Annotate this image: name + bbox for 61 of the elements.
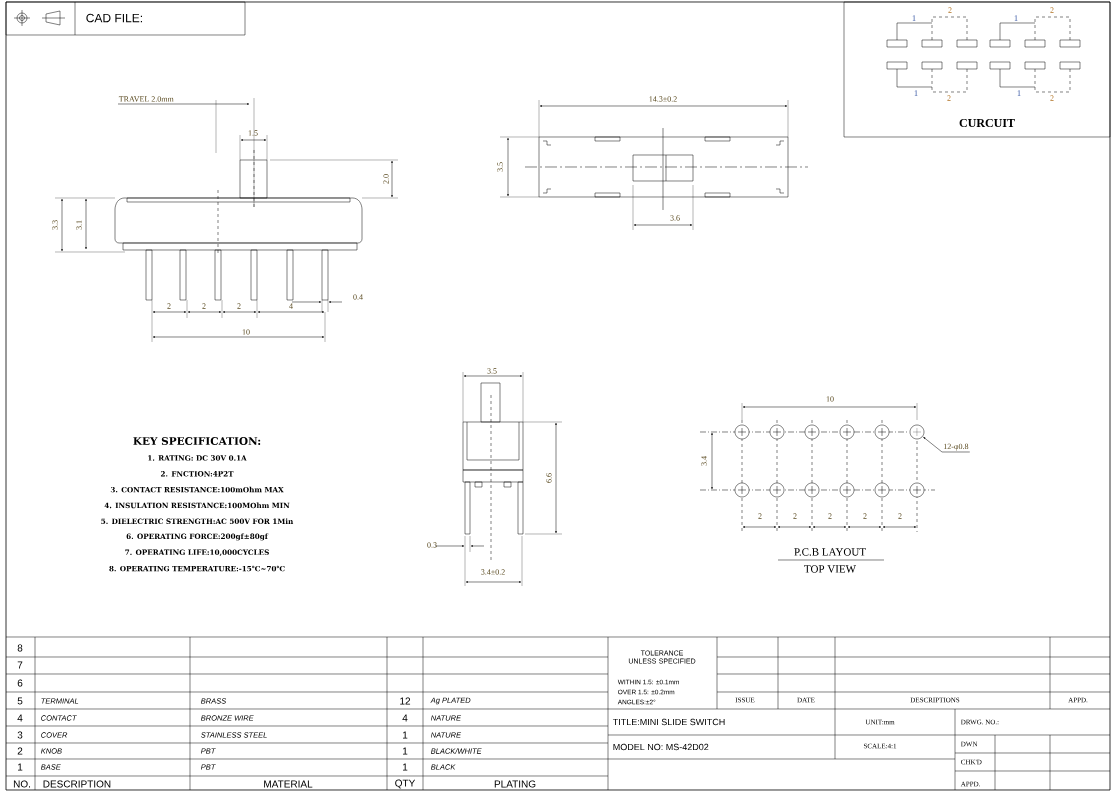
dimension-label: 1.5 [248,130,258,136]
dimension-label: 4 [289,303,293,309]
contact-number: 1 [912,15,916,21]
header-text: CAD FILE: [86,13,142,23]
table-text: 1 [403,731,408,739]
callout-text: 12-φ0.8 [943,443,969,451]
table-text: 1 [403,763,408,771]
table-text: MODEL NO: MS-42D02 [613,743,709,751]
dimension-label: 6.6 [546,473,552,483]
table-text: 4 [402,714,408,722]
panel-caption: CURCUIT [959,118,1015,127]
table-header: PLATING [494,780,536,788]
view-caption: P.C.B LAYOUT [794,548,866,556]
dimension-label: 2 [237,303,241,309]
dimension-label: 2 [167,303,171,309]
contact-number: 1 [914,90,918,96]
dimension-label: 10 [826,396,834,402]
row-number: 6 [17,679,23,687]
table-header: NO. [13,780,30,788]
dimension-label: 3.3 [52,220,58,230]
contact-number: 1 [1014,15,1018,21]
dimension-label: TRAVEL 2.0mm [118,96,174,102]
dimension-label: 0.3 [427,542,437,548]
table-header: QTY [395,779,416,789]
dimension-label: 2 [898,513,902,519]
table-header: MATERIAL [264,780,313,788]
table-text: 1 [403,747,408,755]
row-number: 8 [17,644,23,652]
contact-number: 1 [1017,90,1021,96]
row-number: 1 [18,763,23,771]
table-text: TITLE:MINI SLIDE SWITCH [612,718,725,726]
dimension-label: 10 [242,329,250,335]
dimension-label: 3.5 [497,162,503,172]
dimension-label: 2 [202,303,206,309]
dimension-label: 3.5 [487,368,497,374]
dimension-label: 14.3±0.2 [649,96,677,102]
view-caption: TOP VIEW [804,565,856,573]
table-text: 12 [400,697,411,705]
row-number: 4 [17,714,23,722]
dimension-label: 2.0 [383,174,389,184]
dimension-label: 2 [793,513,797,519]
pcb-hole [909,424,925,440]
table-header: DESCRIPTION [43,780,111,788]
dimension-label: 3.1 [76,220,82,230]
contact-number: 2 [1050,95,1054,101]
dimension-label: 2 [863,513,867,519]
dimension-label: 3.4±0.2 [481,569,505,575]
dimension-label: 2 [828,513,832,519]
dimension-label: 2 [758,513,762,519]
leader-line [923,436,971,453]
contact-number: 2 [947,95,951,101]
dimension-label: 3.6 [670,215,680,221]
contact-number: 2 [948,7,952,13]
contact-number: 2 [1050,7,1054,13]
row-number: 3 [17,731,23,739]
dimension-label: 3.4 [701,456,707,466]
dimension-label: 0.4 [353,294,363,300]
row-number: 2 [17,747,23,755]
row-number: 5 [17,697,23,705]
row-number: 7 [17,661,23,669]
heading: KEY SPECIFICATION: [133,437,261,445]
